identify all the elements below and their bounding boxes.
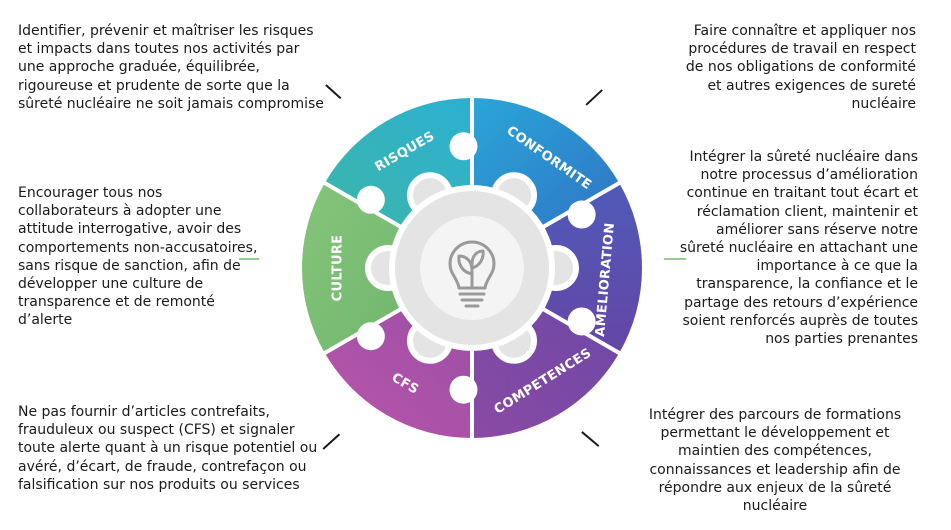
puzzle-tab [356, 185, 385, 214]
puzzle-tab [567, 307, 596, 336]
text-cfs: Ne pas fournir d’articles contrefaits, f… [18, 404, 318, 493]
puzzle-tab [449, 375, 478, 404]
segment-culture [302, 183, 421, 353]
lightbulb-plant-icon [448, 240, 496, 308]
text-amelioration: Intégrer la sûreté nucléaire dans notre … [679, 149, 918, 348]
puzzle-tab [449, 132, 478, 161]
puzzle-tab [567, 200, 596, 229]
connector-amelioration [664, 258, 686, 260]
label-culture: CULTURE [331, 235, 346, 302]
puzzle-tab [356, 322, 385, 351]
text-culture: Encourager tous nos collaborateurs à ado… [18, 185, 258, 329]
text-risques: Identifier, prévenir et maîtriser les ri… [18, 23, 324, 112]
segment-amelioration [523, 183, 642, 353]
connector-culture [239, 258, 259, 260]
text-competences: Intégrer des parcours de formations perm… [648, 407, 902, 515]
text-conformite: Faire connaître et appliquer nos procédu… [685, 23, 916, 112]
